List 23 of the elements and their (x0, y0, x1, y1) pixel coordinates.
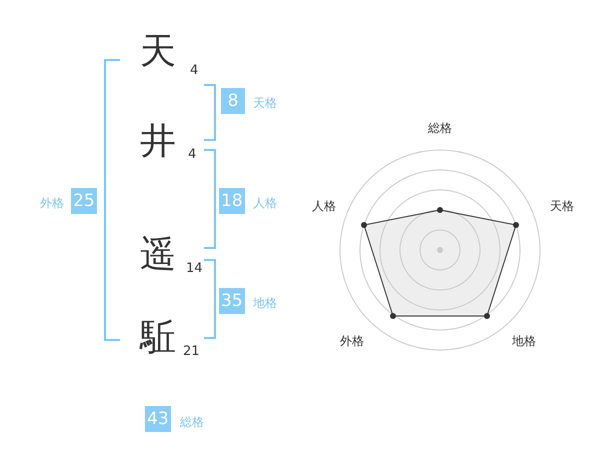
name-character: 駈 (140, 318, 176, 358)
stroke-count: 4 (190, 64, 198, 78)
axis-label: 総格 (428, 122, 452, 136)
score-caption: 総格 (180, 414, 204, 431)
axis-label: 天格 (550, 200, 574, 214)
score-caption: 外格 (40, 195, 64, 212)
name-character: 天 (140, 32, 176, 72)
score-box: 25 (71, 188, 97, 214)
score-box: 18 (219, 188, 245, 214)
name-character: 遥 (140, 235, 176, 275)
score-box: 35 (219, 288, 245, 314)
score-box: 8 (221, 88, 245, 114)
axis-label: 外格 (340, 335, 364, 348)
stroke-count: 21 (183, 345, 200, 360)
score-caption: 天格 (253, 95, 277, 112)
score-box: 43 (145, 406, 171, 432)
name-character: 井 (140, 122, 176, 162)
stroke-count: 4 (188, 148, 196, 162)
score-caption: 人格 (253, 195, 277, 212)
score-caption: 地格 (253, 295, 277, 312)
axis-label: 人格 (312, 200, 336, 214)
stroke-count: 14 (186, 262, 203, 276)
axis-label: 地格 (512, 335, 536, 348)
